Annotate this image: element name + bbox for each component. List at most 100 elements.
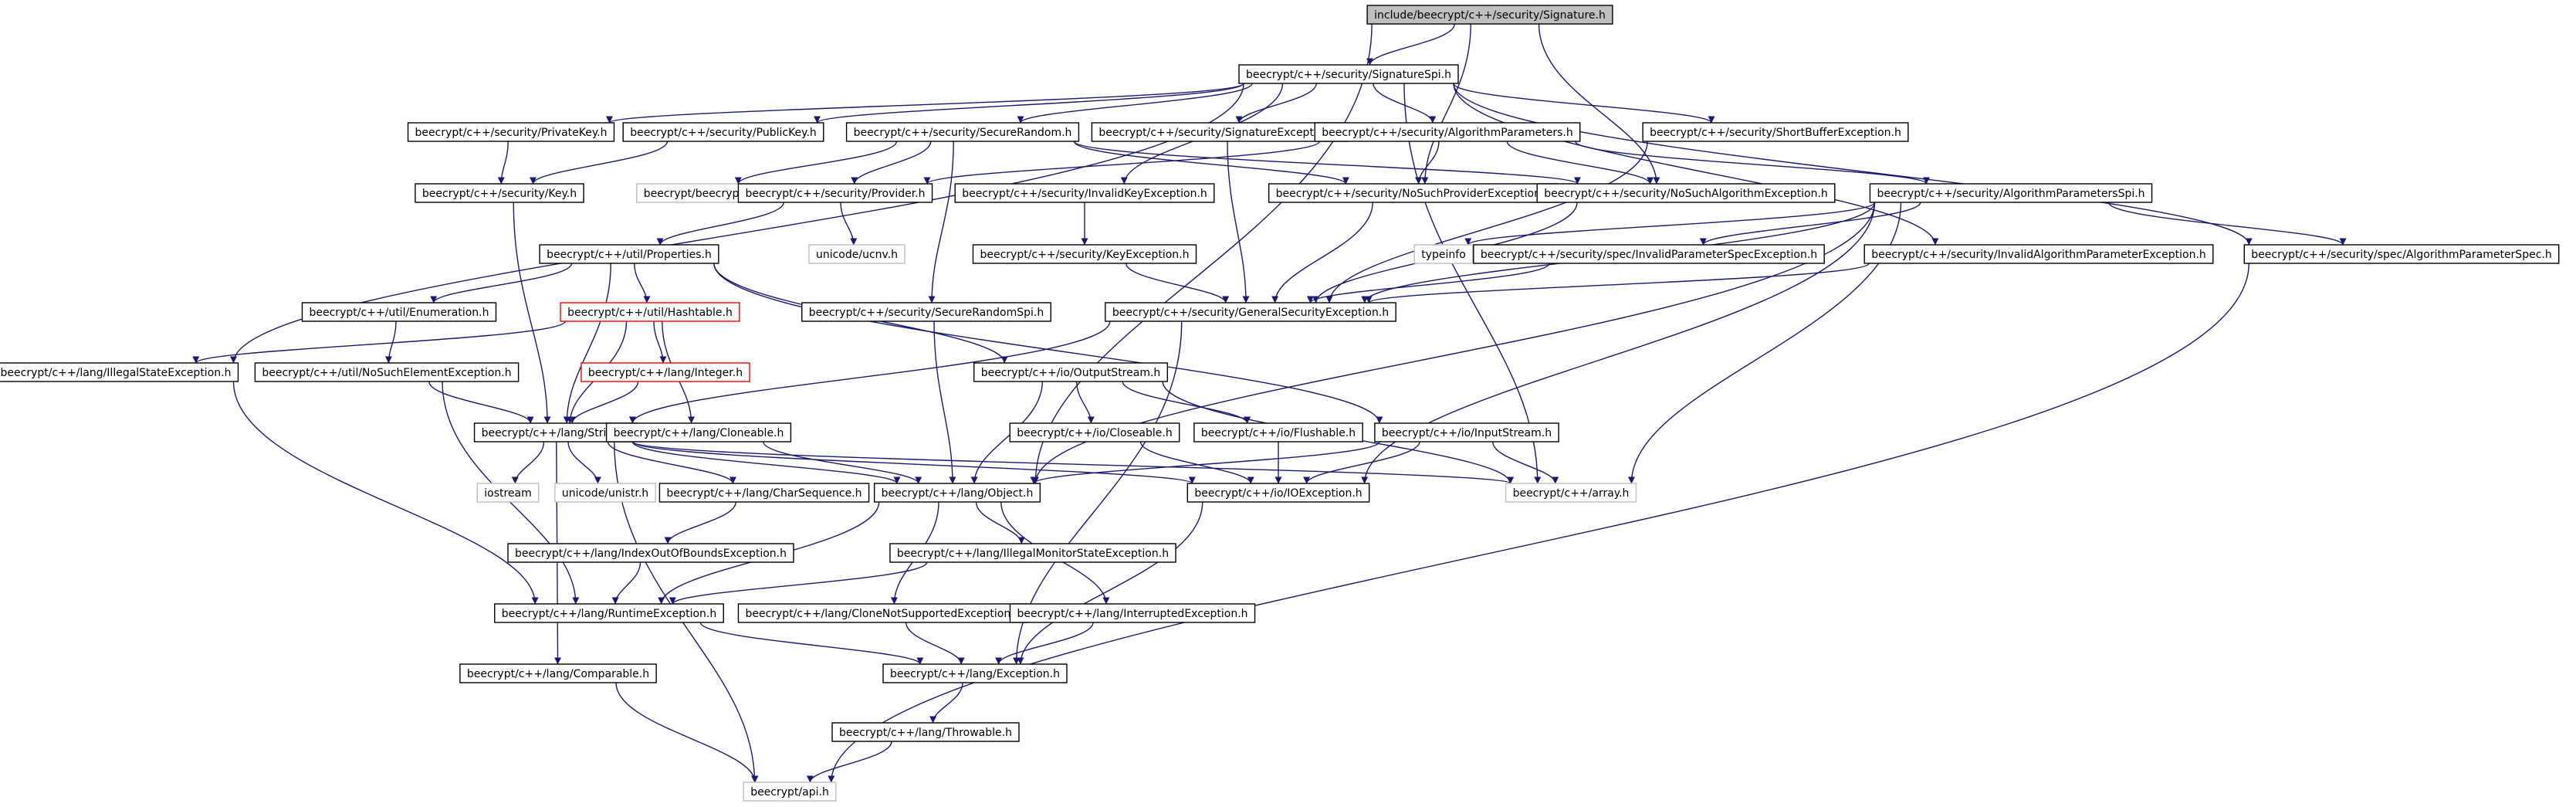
edge-string-to-object (631, 441, 901, 484)
node-label: beecrypt/c++/security/NoSuchProviderExce… (1276, 188, 1552, 200)
node-box (1314, 122, 1581, 142)
node-nosuchelem[interactable]: beecrypt/c++/util/NoSuchElementException… (254, 362, 520, 382)
edge-signspi-to-algparamspec (1453, 83, 2253, 246)
node-keyexc[interactable]: beecrypt/c++/security/KeyException.h (972, 244, 1197, 264)
node-enumeration[interactable]: beecrypt/c++/util/Enumeration.h (301, 302, 497, 322)
node-label: beecrypt/c++/array.h (1513, 487, 1630, 500)
node-label: beecrypt/c++/lang/CharSequence.h (666, 487, 861, 500)
node-exception[interactable]: beecrypt/c++/lang/Exception.h (882, 663, 1068, 683)
node-properties[interactable]: beecrypt/c++/util/Properties.h (539, 244, 719, 264)
node-box (1413, 244, 1474, 264)
edge-inputstream-to-array (1492, 441, 1559, 484)
edge-nosuchprov-to-gensecexc (1271, 202, 1373, 303)
node-gensecexc[interactable]: beecrypt/c++/security/GeneralSecurityExc… (1105, 302, 1396, 322)
node-nosuchalg[interactable]: beecrypt/c++/security/NoSuchAlgorithmExc… (1536, 183, 1836, 203)
node-hashtable[interactable]: beecrypt/c++/util/Hashtable.h (560, 302, 740, 322)
node-box (1863, 244, 2214, 264)
node-box (737, 603, 1029, 623)
edge-algparams-to-algparamsspi (1575, 141, 1930, 185)
edge-outputstream-to-flushable (1122, 381, 1251, 424)
node-charseq[interactable]: beecrypt/c++/lang/CharSequence.h (658, 483, 870, 503)
node-inputstream[interactable]: beecrypt/c++/io/InputStream.h (1374, 422, 1559, 442)
node-beecrypt[interactable]: beecrypt/beecrypt.h (636, 183, 761, 203)
node-array[interactable]: beecrypt/c++/array.h (1505, 483, 1637, 503)
node-label: beecrypt/c++/io/OutputStream.h (981, 367, 1161, 379)
edge-root-to-signspi (1366, 23, 1455, 66)
node-outputstream[interactable]: beecrypt/c++/io/OutputStream.h (973, 362, 1169, 382)
node-flushable[interactable]: beecrypt/c++/io/Flushable.h (1193, 422, 1363, 442)
edge-interrupted-to-exception (995, 622, 1094, 665)
node-box (1105, 302, 1396, 322)
node-comparable[interactable]: beecrypt/c++/lang/Comparable.h (459, 663, 657, 683)
node-root[interactable]: include/beecrypt/c++/security/Signature.… (1366, 5, 1613, 25)
node-indexoob[interactable]: beecrypt/c++/lang/IndexOutOfBoundsExcept… (507, 543, 794, 563)
node-box (301, 302, 497, 322)
node-box (254, 362, 520, 382)
node-iostream[interactable]: iostream (476, 483, 540, 503)
node-signspi[interactable]: beecrypt/c++/security/SignatureSpi.h (1238, 64, 1459, 84)
node-illegalstate[interactable]: beecrypt/c++/lang/IllegalStateException.… (0, 362, 239, 382)
edge-hashtable-to-illegalstate (192, 320, 566, 364)
node-ucnv[interactable]: unicode/ucnv.h (808, 244, 905, 264)
node-unistr[interactable]: unicode/unistr.h (554, 483, 656, 503)
node-label: beecrypt/c++/lang/IndexOutOfBoundsExcept… (515, 548, 787, 560)
node-throwable[interactable]: beecrypt/c++/lang/Throwable.h (831, 722, 1020, 742)
edge-pubkey-to-key (530, 141, 669, 185)
node-illegalmon[interactable]: beecrypt/c++/lang/IllegalMonitorStateExc… (889, 543, 1176, 563)
node-provider[interactable]: beecrypt/c++/security/Provider.h (737, 183, 933, 203)
node-object[interactable]: beecrypt/c++/lang/Object.h (873, 483, 1041, 503)
node-privkey[interactable]: beecrypt/c++/security/PrivateKey.h (407, 122, 615, 142)
node-box (605, 422, 792, 442)
node-invkey[interactable]: beecrypt/c++/security/InvalidKeyExceptio… (954, 183, 1215, 203)
edge-string-to-charseq (607, 441, 736, 484)
edge-algparams-to-nosuchprov (1415, 141, 1440, 185)
node-shortbuf[interactable]: beecrypt/c++/security/ShortBufferExcepti… (1642, 122, 1909, 142)
edge-illegalstate-to-runtimeexc (232, 381, 539, 605)
edge-signspi-to-securerandom (1017, 83, 1253, 124)
node-ioexc[interactable]: beecrypt/c++/io/IOException.h (1186, 483, 1370, 503)
node-box (554, 483, 656, 503)
edge-charseq-to-indexoob (664, 501, 736, 544)
dependency-edges (192, 23, 2347, 783)
node-typeinfo[interactable]: typeinfo (1413, 244, 1474, 264)
node-pubkey[interactable]: beecrypt/c++/security/PublicKey.h (622, 122, 824, 142)
node-api[interactable]: beecrypt/api.h (743, 782, 837, 802)
node-algparamspec[interactable]: beecrypt/c++/security/spec/AlgorithmPara… (2243, 244, 2560, 264)
edge-algparamsspi-to-invparamspec (1699, 202, 1921, 246)
node-label: beecrypt/c++/security/InvalidAlgorithmPa… (1871, 249, 2206, 261)
node-invparamspec[interactable]: beecrypt/c++/security/spec/InvalidParame… (1473, 244, 1825, 264)
node-interrupted[interactable]: beecrypt/c++/lang/InterruptedException.h (1009, 603, 1256, 623)
node-algparamsspi[interactable]: beecrypt/c++/security/AlgorithmParameter… (1869, 183, 2153, 203)
edge-exception-to-throwable (929, 682, 963, 724)
edge-signspi-to-invalgparam (1453, 83, 1939, 246)
edge-algparamsspi-to-ioexc (1361, 202, 1876, 484)
node-nosuchprov[interactable]: beecrypt/c++/security/NoSuchProviderExce… (1268, 183, 1559, 203)
node-closeable[interactable]: beecrypt/c++/io/Closeable.h (1009, 422, 1180, 442)
node-box (0, 362, 239, 382)
node-invalgparam[interactable]: beecrypt/c++/security/InvalidAlgorithmPa… (1863, 244, 2214, 264)
node-label: beecrypt/c++/security/PrivateKey.h (415, 127, 608, 139)
edge-signspi-to-shortbuf (1453, 83, 1715, 124)
node-key[interactable]: beecrypt/c++/security/Key.h (415, 183, 584, 203)
node-securerandom[interactable]: beecrypt/c++/security/SecureRandom.h (845, 122, 1080, 142)
node-algparams[interactable]: beecrypt/c++/security/AlgorithmParameter… (1314, 122, 1581, 142)
node-label: beecrypt/c++/security/GeneralSecurityExc… (1112, 307, 1389, 319)
node-label: beecrypt/beecrypt.h (644, 188, 754, 200)
node-sigexc[interactable]: beecrypt/c++/security/SignatureException… (1091, 122, 1349, 142)
edge-algparamspec-to-api (828, 263, 2249, 783)
node-box (1009, 603, 1256, 623)
node-label: beecrypt/api.h (750, 786, 829, 799)
node-box (1869, 183, 2153, 203)
node-label: beecrypt/c++/lang/Throwable.h (839, 727, 1012, 739)
node-runtimeexc[interactable]: beecrypt/c++/lang/RuntimeException.h (494, 603, 724, 623)
node-clonenotsup[interactable]: beecrypt/c++/lang/CloneNotSupportedExcep… (737, 603, 1029, 623)
node-label: include/beecrypt/c++/security/Signature.… (1374, 9, 1606, 22)
node-integer[interactable]: beecrypt/c++/lang/Integer.h (581, 362, 750, 382)
node-box (459, 663, 657, 683)
node-cloneable[interactable]: beecrypt/c++/lang/Cloneable.h (605, 422, 792, 442)
edge-properties-to-string (563, 263, 611, 424)
edge-string-to-array (631, 441, 1514, 484)
node-box (845, 122, 1080, 142)
node-securerandomspi[interactable]: beecrypt/c++/security/SecureRandomSpi.h (801, 302, 1051, 322)
